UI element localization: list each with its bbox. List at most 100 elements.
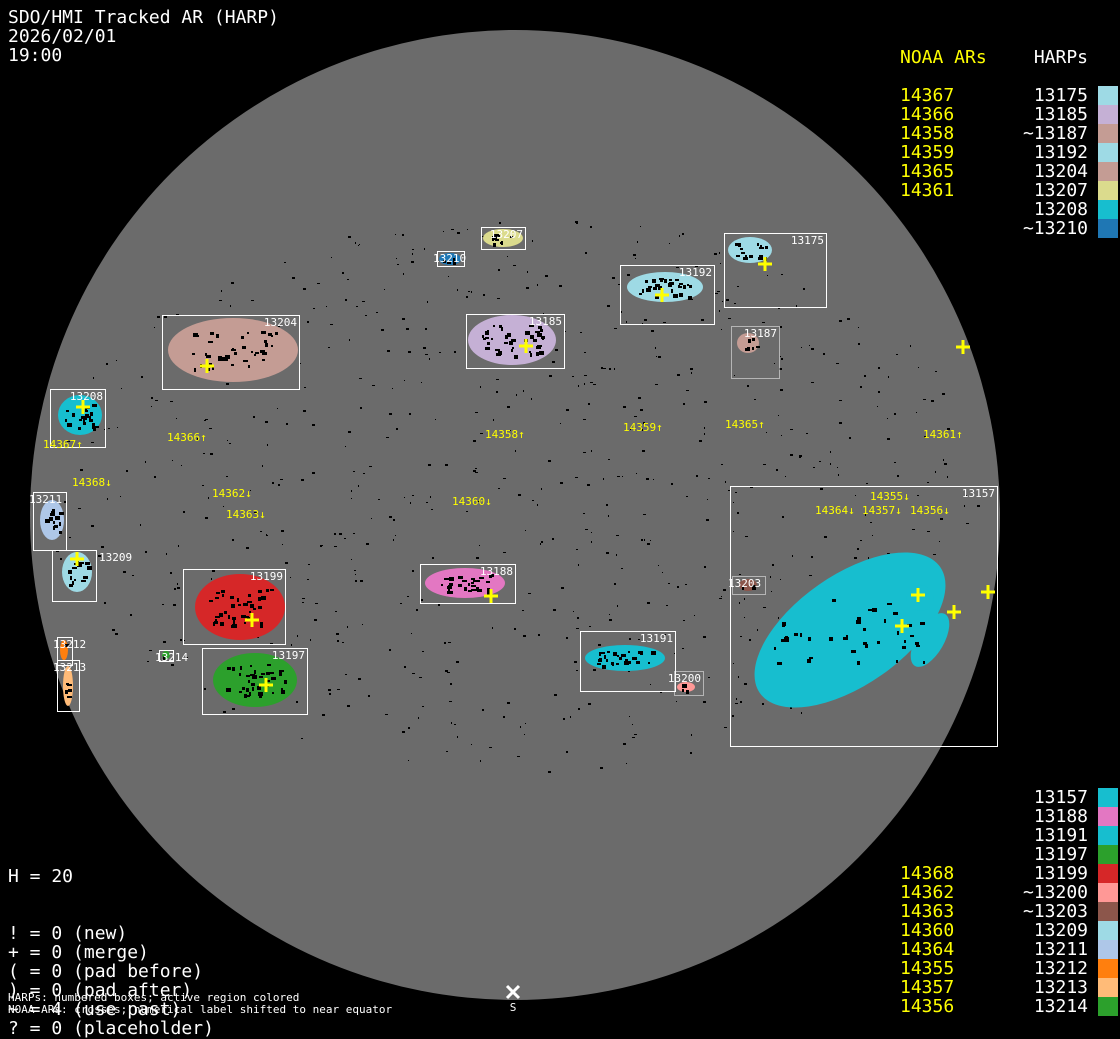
color-swatch bbox=[1098, 181, 1118, 200]
color-swatch bbox=[1098, 124, 1118, 143]
harp-label: 13191 bbox=[640, 632, 673, 645]
noaa-number: 14355 bbox=[900, 958, 955, 979]
harp-label: 13203 bbox=[728, 577, 761, 590]
legend-row: 14362~13200 bbox=[900, 883, 1120, 902]
harp-box[interactable] bbox=[52, 550, 97, 602]
harp-box[interactable] bbox=[57, 660, 80, 712]
stat-line: ) = 0 (pad after) bbox=[8, 980, 193, 1001]
stat-line: ? = 0 (placeholder) bbox=[8, 1018, 214, 1039]
noaa-label: 14356↓ bbox=[910, 504, 950, 517]
harp-box[interactable] bbox=[202, 648, 308, 715]
noaa-number: 14363 bbox=[900, 901, 955, 922]
noaa-cross-icon bbox=[70, 552, 84, 566]
noaa-number: 14365 bbox=[900, 161, 955, 182]
noaa-cross-icon bbox=[200, 359, 214, 373]
noaa-cross-icon bbox=[245, 613, 259, 627]
color-swatch bbox=[1098, 845, 1118, 864]
harp-number: 13192 bbox=[1033, 142, 1088, 163]
noaa-label: 14362↓ bbox=[212, 487, 252, 500]
harp-label: 13208 bbox=[70, 390, 103, 403]
active-region-13197 bbox=[213, 653, 297, 707]
footnote-noaa: NOAA ARs: crosses; numerical label shift… bbox=[8, 1003, 393, 1016]
noaa-cross-icon bbox=[895, 619, 909, 633]
harp-number: ~13203 bbox=[1022, 901, 1088, 922]
active-region-13157 bbox=[754, 552, 946, 708]
harp-number: 13188 bbox=[1033, 806, 1088, 827]
legend-row: 13197 bbox=[900, 845, 1120, 864]
noaa-cross-icon bbox=[758, 257, 772, 271]
solar-disk bbox=[30, 30, 1000, 1000]
color-swatch bbox=[1098, 788, 1118, 807]
harp-box[interactable] bbox=[466, 314, 565, 369]
harp-number: 13191 bbox=[1033, 825, 1088, 846]
noaa-cross-icon bbox=[655, 288, 669, 302]
harp-box[interactable] bbox=[730, 486, 998, 747]
color-swatch bbox=[1098, 959, 1118, 978]
noaa-label: 14360↓ bbox=[452, 495, 492, 508]
noaa-label: 14358↑ bbox=[485, 428, 525, 441]
harp-box[interactable] bbox=[732, 576, 766, 595]
harp-box[interactable] bbox=[33, 492, 67, 551]
harp-label: 13213 bbox=[53, 661, 86, 674]
legend-row: 14368 13199 bbox=[900, 864, 1120, 883]
noaa-label: 14364↓ bbox=[815, 504, 855, 517]
noaa-label: 14366↑ bbox=[167, 431, 207, 444]
legend-row: 13208 bbox=[900, 200, 1120, 219]
noaa-number: 14360 bbox=[900, 920, 955, 941]
harp-box[interactable] bbox=[420, 564, 516, 604]
harp-number: 13197 bbox=[1033, 844, 1088, 865]
noaa-cross-icon bbox=[259, 678, 273, 692]
noaa-label: 14359↑ bbox=[623, 421, 663, 434]
harp-label: 13209 bbox=[99, 551, 132, 564]
color-swatch bbox=[1098, 883, 1118, 902]
harp-label: 13214 bbox=[155, 651, 188, 664]
noaa-cross-icon bbox=[76, 400, 90, 414]
harp-box[interactable] bbox=[731, 326, 780, 379]
harp-box[interactable] bbox=[183, 569, 286, 645]
harp-box[interactable] bbox=[162, 315, 300, 390]
harp-box[interactable] bbox=[57, 637, 73, 666]
harp-box[interactable] bbox=[620, 265, 715, 325]
legend-row: 14358~13187 bbox=[900, 124, 1120, 143]
harp-box[interactable] bbox=[50, 389, 106, 448]
noaa-label: 14357↓ bbox=[862, 504, 902, 517]
harp-box[interactable] bbox=[481, 227, 526, 250]
stat-line: ( = 0 (pad before) bbox=[8, 961, 204, 982]
noaa-cross-icon bbox=[981, 585, 995, 599]
harp-number: 13199 bbox=[1033, 863, 1088, 884]
harp-box[interactable] bbox=[437, 251, 465, 267]
harp-number: 13185 bbox=[1033, 104, 1088, 125]
harp-label: 13187 bbox=[744, 327, 777, 340]
harp-label: 13199 bbox=[250, 570, 283, 583]
harp-number: 13207 bbox=[1033, 180, 1088, 201]
color-swatch bbox=[1098, 997, 1118, 1016]
noaa-number: 14368 bbox=[900, 863, 955, 884]
harp-box[interactable] bbox=[159, 650, 174, 662]
harp-number: 13209 bbox=[1033, 920, 1088, 941]
harp-label: 13210 bbox=[433, 252, 466, 265]
harp-box[interactable] bbox=[580, 631, 676, 692]
legend-row: 14361 13207 bbox=[900, 181, 1120, 200]
noaa-label: 14355↓ bbox=[870, 490, 910, 503]
harp-label: 13175 bbox=[791, 234, 824, 247]
color-swatch bbox=[1098, 105, 1118, 124]
noaa-number: 14361 bbox=[900, 180, 955, 201]
harp-number: 13214 bbox=[1033, 996, 1088, 1017]
noaa-label: 14367↑ bbox=[43, 438, 83, 451]
noaa-number: 14356 bbox=[900, 996, 955, 1017]
harp-box[interactable] bbox=[674, 671, 704, 696]
stat-line: ! = 0 (new) bbox=[8, 923, 128, 944]
noaa-number: 14367 bbox=[900, 85, 955, 106]
harp-count: H = 20 bbox=[8, 866, 74, 887]
harp-label: 13200 bbox=[668, 672, 701, 685]
color-swatch bbox=[1098, 940, 1118, 959]
noaa-cross-icon bbox=[911, 588, 925, 602]
harp-box[interactable] bbox=[724, 233, 827, 308]
